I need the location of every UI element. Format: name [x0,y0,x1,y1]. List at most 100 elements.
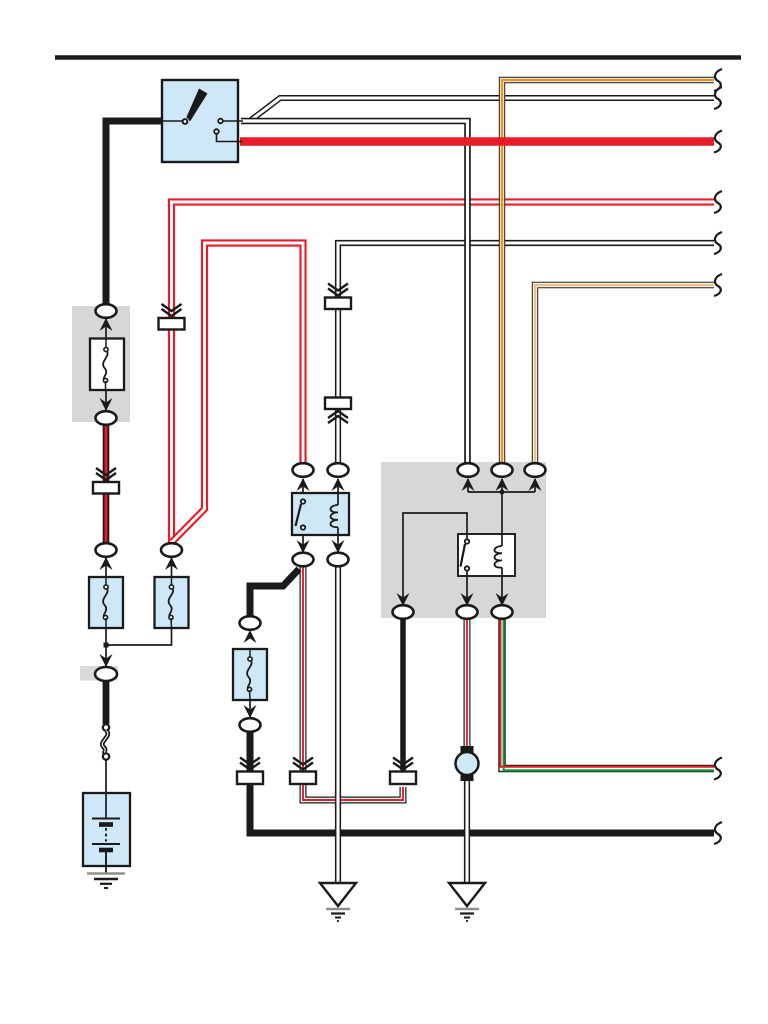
wire-black-elbow [246,566,302,617]
rect-connector-6 [288,770,318,786]
break-curl-3 [713,129,723,154]
break-curl-5 [713,230,723,256]
ignition-terminal-2-lead [215,134,242,143]
ignition-key-blade [186,88,208,122]
wire-greenred-red [499,618,714,768]
oval-connector-8 [291,461,315,479]
oval-connector-11 [326,551,350,568]
fuse2-wave [167,586,174,618]
chevron-down-3 [327,282,349,297]
wire-battery-feed [102,117,162,307]
arrow-down-11 [331,540,345,553]
arrow-up-1 [99,318,113,331]
fuse1-wave [102,586,109,618]
rect-connector-7 [388,770,418,786]
break-curl-7 [713,756,723,781]
wire-white-branch-core [250,96,714,122]
arrow-up-14 [528,478,542,491]
oval-connector-14 [523,461,547,479]
oval-connector-1 [94,302,118,320]
wire-tan-core [533,283,714,464]
wire-white-coil-core [336,241,714,464]
relay-coil [329,504,339,529]
wire-red-main-core [170,200,714,543]
oval-connector-2 [94,409,118,427]
arrow-up-12 [461,478,475,491]
relay-contact-top [299,498,307,505]
chevron-down-5 [239,756,261,771]
relay-switch-blade [294,503,303,527]
oval-connector-4 [159,541,184,559]
oval-connector-3 [94,541,118,559]
wire-white-main-outer [241,117,471,464]
arrow-up-3 [99,557,113,570]
arrow-down-2 [99,398,113,411]
rect-connector-1 [157,316,186,331]
rect-connector-3 [323,296,353,311]
ecu-switch-circuit [402,512,468,606]
oval-connector-9 [326,461,350,479]
arrow-up-13 [495,478,509,491]
oval-connector-16 [455,603,479,621]
chevron-down-7 [392,756,414,771]
fuse3-wave [246,658,253,690]
ignition-terminal-1 [217,117,224,125]
oval-connector-13 [490,461,514,479]
oval-connector-5 [93,665,119,683]
device-circle [454,750,480,777]
ignition-terminal-2 [213,128,220,135]
fuse2-end-top [168,584,175,590]
oval-connector-7 [238,716,262,734]
break-curl-4 [713,189,723,215]
wire-striped-relay-out-core [302,566,404,801]
junction-square [103,642,109,648]
fuse2-stub-bottom [170,617,173,629]
wire-greenred-outer [498,618,714,773]
chevron-down-1 [160,303,183,318]
chevron-down-6 [292,756,314,771]
wire-fuse-junction [106,628,173,646]
break-curl-8 [713,820,723,846]
wire-white-coil-outer [334,239,714,464]
wire-tan-outer [531,281,714,464]
break-curl-6 [713,272,723,298]
arrow-down-10 [296,540,310,553]
ignition-pivot [181,118,189,125]
chevron-up-4 [327,409,349,424]
wire-red-branch-core [170,241,305,544]
wire-red-branch-outer [169,239,307,545]
fuse3-end-top [247,656,253,662]
ground-triangle-2 [446,881,488,908]
wire-greenred-green [502,618,714,772]
arrow-up-8 [296,478,310,491]
wire-white-main-core [241,119,470,464]
arrow-up-6 [243,630,257,643]
fuse3-stub-bottom [248,689,251,701]
ecu-coil [493,545,503,569]
arrow-up-9 [331,478,345,491]
fusible-wave [102,349,109,381]
arrow-down-17 [495,593,509,606]
arrow-up-4 [165,557,178,570]
ecu-switch-blade [459,543,467,567]
wire-greenred-mid [499,618,714,771]
wire-white-branch-outer [249,95,714,123]
arrow-down-16 [460,593,474,606]
oval-connector-17 [490,603,514,621]
break-curl-2 [713,85,723,111]
fusible-end-top [103,346,109,353]
fuse1-end-top [103,584,109,590]
chevron-down-2 [95,467,117,482]
rect-connector-5 [235,770,265,786]
device-cap-bottom [460,774,474,781]
flex-joint-bottom [101,752,111,761]
ground-triangle-1 [317,881,359,908]
flex-squiggle-core [101,730,109,754]
device-cap-top [460,746,474,753]
wire-tan-mid [532,282,714,464]
wire-orange-core [500,78,714,464]
wire-black-out [246,731,714,837]
rect-connector-4 [323,396,353,411]
